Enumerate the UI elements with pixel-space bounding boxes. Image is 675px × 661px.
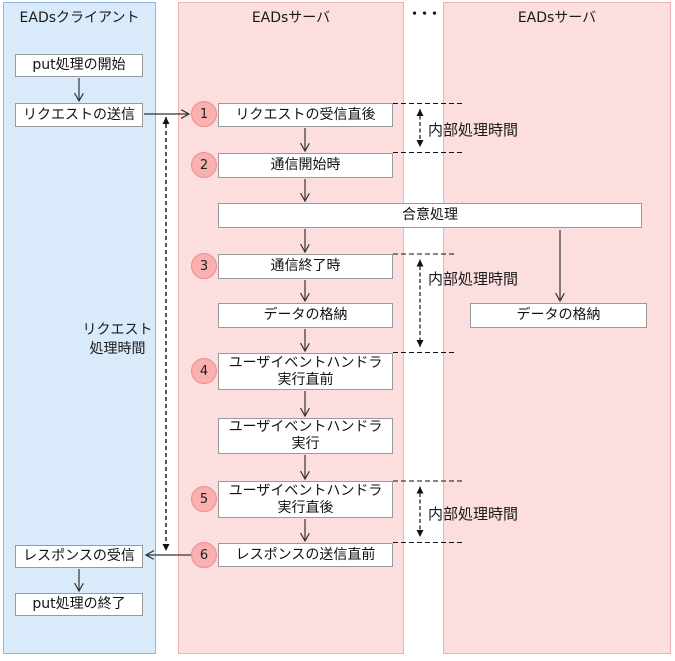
box-put-start: put処理の開始 <box>15 54 143 77</box>
step-circle-6: 6 <box>191 542 217 568</box>
step-circle-3: 3 <box>191 253 217 279</box>
box-put-end: put処理の終了 <box>15 593 143 616</box>
box-response-receive: レスポンスの受信 <box>15 545 143 568</box>
step-circle-2: 2 <box>191 152 217 178</box>
box-remote-data-store: データの格納 <box>470 303 647 328</box>
internal-time-label-1: 内部処理時間 <box>428 121 519 139</box>
flow-arrows <box>79 78 560 591</box>
server-panel-2-title: EADsサーバ <box>517 10 597 26</box>
internal-time-label-2: 内部処理時間 <box>428 270 519 288</box>
request-time-label: リクエスト 処理時間 <box>82 322 153 357</box>
internal-time-label-3: 内部処理時間 <box>428 505 519 523</box>
box-step-6-response-before-send: レスポンスの送信直前 <box>218 543 393 567</box>
client-panel-title: EADsクライアント <box>19 10 140 26</box>
box-step-5-handler-after: ユーザイベントハンドラ 実行直後 <box>218 481 393 518</box>
internal-time-boundary-lines <box>393 103 462 543</box>
box-request-send: リクエストの送信 <box>15 103 143 127</box>
box-agreement-process: 合意処理 <box>218 203 642 228</box>
box-handler-exec: ユーザイベントハンドラ 実行 <box>218 418 393 454</box>
server-panel-1-title: EADsサーバ <box>251 10 331 26</box>
server-panel-2 <box>443 2 671 654</box>
box-data-store: データの格納 <box>218 303 393 328</box>
step-circle-1: 1 <box>191 101 217 127</box>
box-step-2-comm-start: 通信開始時 <box>218 153 393 178</box>
box-step-3-comm-end: 通信終了時 <box>218 254 393 279</box>
box-step-4-handler-before: ユーザイベントハンドラ 実行直前 <box>218 353 393 390</box>
more-servers-ellipsis: ・・・ <box>407 7 441 22</box>
step-circle-4: 4 <box>191 358 217 384</box>
box-step-1-request-received: リクエストの受信直後 <box>218 103 393 127</box>
step-circle-5: 5 <box>191 486 217 512</box>
